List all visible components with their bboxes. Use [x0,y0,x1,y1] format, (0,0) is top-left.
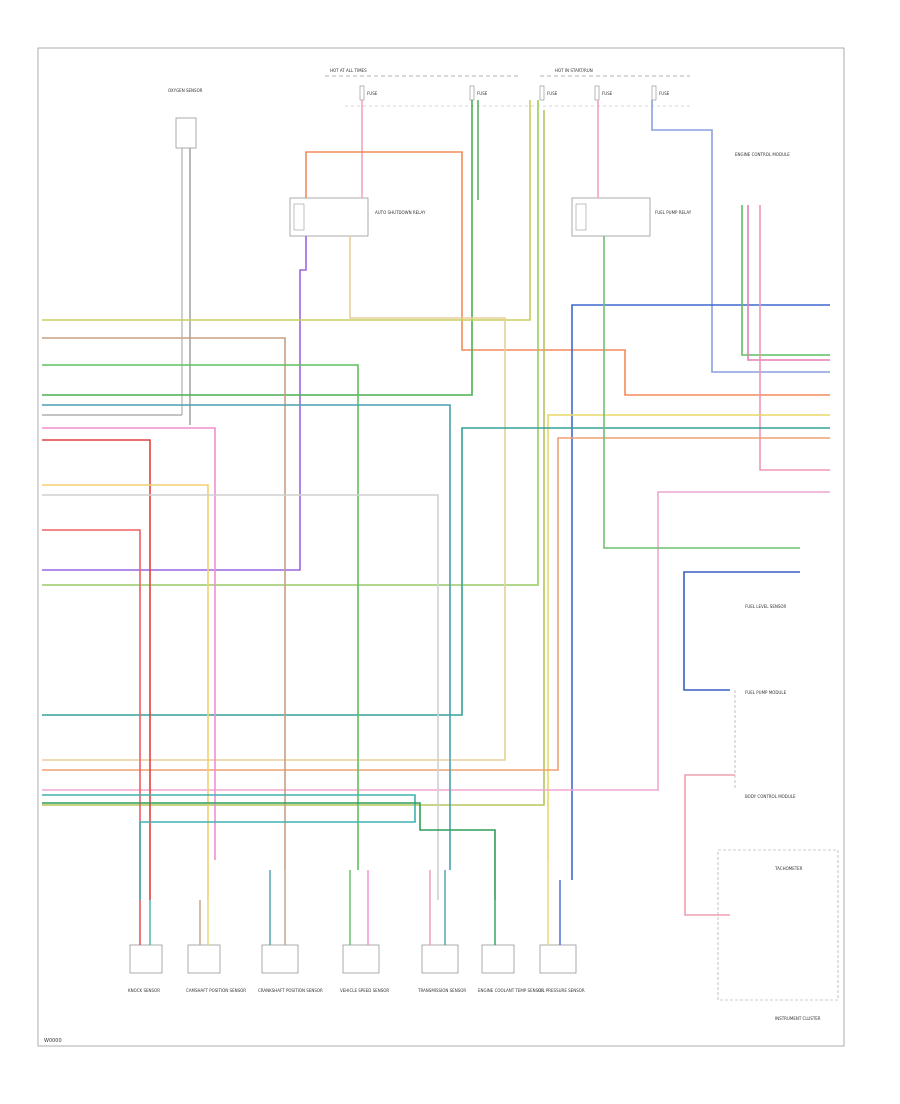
bottom-label-2: CAMSHAFT POSITION SENSOR [186,988,246,993]
fuse-3 [539,85,545,101]
top-vertical-wires [42,100,830,806]
wire-khaki [42,110,545,806]
wire-teal-left [42,404,451,870]
wire-orange-top [305,151,830,396]
oxygen-sensor-component: OXYGEN SENSOR [168,88,203,425]
coolant-sensor-box [481,944,515,974]
fuel-pump-module-label: FUEL PUMP MODULE [745,690,787,695]
crankshaft-sensor-box [261,944,299,974]
wire-cyan-bottom [42,794,416,900]
bottom-connector-stubs [139,860,561,945]
wire-green-left [42,364,359,870]
wire-blue-right [571,304,830,880]
fuse-1 [359,85,365,101]
oil-pressure-box [539,944,577,974]
fuse-label-4: FUSE [602,91,613,96]
fuse-4 [594,85,600,101]
fuse-label-2: FUSE [477,91,488,96]
fuse-group: FUSE FUSE FUSE FUSE FUSE [359,85,670,101]
wire-teal-long [42,427,830,716]
body-module-label: BODY CONTROL MODULE [745,794,796,799]
bottom-label-7: OIL PRESSURE SENSOR [538,988,585,993]
wire-red2-left [42,529,141,900]
fuse-2 [469,85,475,101]
bottom-label-3: CRANKSHAFT POSITION SENSOR [258,988,323,993]
fuel-level-label: FUEL LEVEL SENSOR [745,604,787,609]
wire-yellow-left [42,484,209,900]
wire-tan-left [42,337,286,870]
wire-blue-top [651,100,830,373]
fuel-pump-relay-label: FUEL PUMP RELAY [655,210,692,215]
wire-red-left [42,439,151,900]
bottom-label-1: KNOCK SENSOR [128,988,160,993]
fuel-pump-relay-coil [575,203,587,231]
oxygen-sensor-label: OXYGEN SENSOR [168,88,203,93]
right-side-wires [42,205,830,880]
ecm-label: ENGINE CONTROL MODULE [735,152,790,157]
wire-pink-mid [42,491,830,791]
wire-lime-b [42,100,539,586]
instrument-cluster-label: INSTRUMENT CLUSTER [775,1016,821,1021]
corner-code: W0000 [44,1038,62,1044]
asd-relay: AUTO SHUTDOWN RELAY [289,197,426,237]
wire-green-right [741,205,830,356]
wire-lightgray-left [42,494,439,900]
wire-pink-cluster [684,774,735,916]
wire-gray-relay [42,236,506,761]
bottom-components: KNOCK SENSOR CAMSHAFT POSITION SENSOR CR… [128,944,585,993]
asd-relay-box [289,197,369,237]
diagram-border [37,47,845,1047]
bottom-label-6: ENGINE COOLANT TEMP SENSOR [478,988,544,993]
wire-pink-left [42,427,216,860]
fuel-level-group: FUEL LEVEL SENSOR FUEL PUMP MODULE BODY … [684,604,839,1021]
wire-yellow-right [547,414,830,860]
wire-teal-right [759,205,830,471]
asd-relay-label: AUTO SHUTDOWN RELAY [375,210,426,215]
bottom-label-4: VEHICLE SPEED SENSOR [340,988,389,993]
bottom-label-5: TRANSMISSION SENSOR [417,988,466,993]
vehicle-speed-box [342,944,380,974]
top-label-right: HOT IN START/RUN [555,68,593,73]
wire-green-a [42,100,473,396]
instrument-cluster-box [717,849,839,1001]
knock-sensor-box [129,944,163,974]
fuel-pump-relay-box [571,197,651,237]
oxygen-sensor-box [175,117,197,149]
wire-green-bottom [42,802,496,900]
wire-navy-fuel [683,571,800,691]
wire-salmon-right [42,437,830,771]
wire-violet-top [42,236,307,571]
tachometer-label: TACHOMETER [774,866,803,871]
camshaft-sensor-box [187,944,221,974]
wire-pink-right-2 [747,205,830,361]
wire-green-fuel [603,236,800,549]
fuse-5 [651,85,657,101]
fuel-pump-relay: FUEL PUMP RELAY [571,197,692,237]
wire-lime-a [42,100,531,321]
top-label-left: HOT AT ALL TIMES [330,68,367,73]
fuse-label-3: FUSE [547,91,558,96]
fuse-label-1: FUSE [367,91,378,96]
asd-relay-coil [293,203,305,231]
transmission-sensor-box [421,944,459,974]
left-side-wires [42,337,496,900]
fuse-label-5: FUSE [659,91,670,96]
